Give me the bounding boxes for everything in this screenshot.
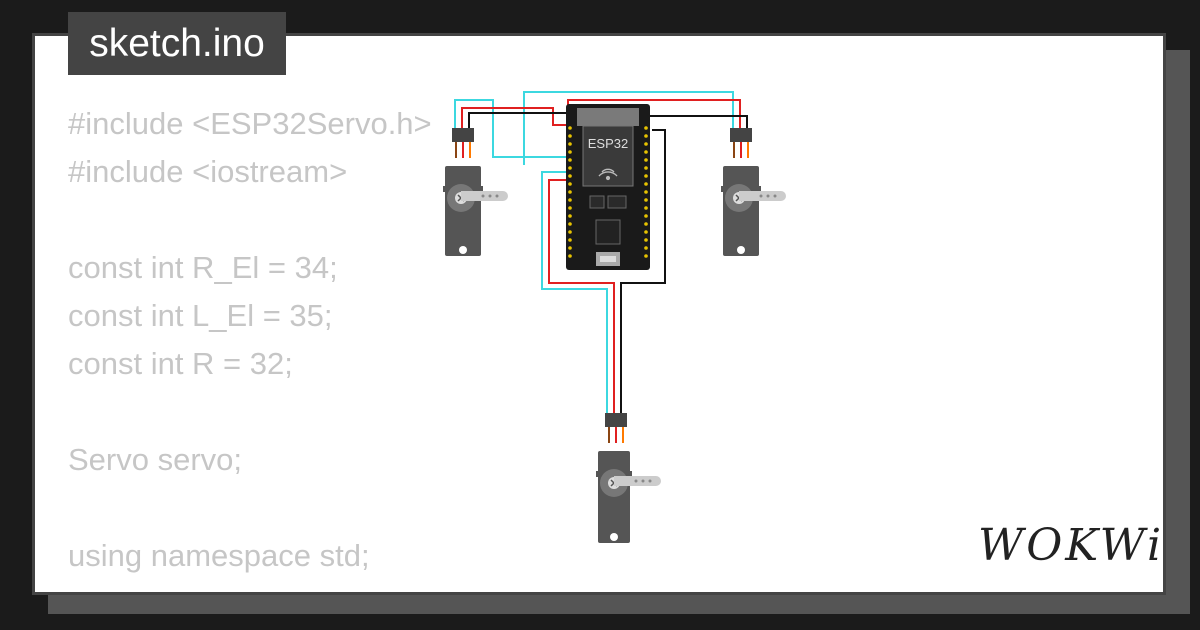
file-tab-label: sketch.ino [89, 22, 265, 65]
board-label: ESP32 [588, 136, 628, 151]
wire-cyan-top [523, 91, 734, 165]
servo-left [443, 128, 508, 256]
code-line: using namespace std; [68, 538, 370, 573]
wire-red-left [461, 107, 567, 130]
code-line: const int R = 32; [68, 346, 293, 381]
wokwi-logo: WOKWi [978, 520, 1164, 571]
wifi-icon [598, 168, 618, 181]
servo-bottom [596, 413, 661, 543]
pin-header-left [568, 126, 572, 258]
wire-cyan-left [454, 99, 567, 158]
wire-black-right [644, 115, 748, 130]
file-tab[interactable]: sketch.ino [68, 12, 286, 75]
code-line: Servo servo; [68, 442, 243, 477]
code-line: const int R_El = 34; [68, 250, 338, 285]
servo-right [721, 128, 786, 256]
code-line: #include <ESP32Servo.h> [68, 106, 432, 141]
code-block: #include <ESP32Servo.h> #include <iostre… [68, 100, 432, 580]
logo-text: WOKWi [978, 520, 1165, 571]
esp32-board: ESP32 [566, 104, 650, 270]
code-line: const int L_El = 35; [68, 298, 333, 333]
wire-black-bottom [620, 129, 666, 420]
wire-cyan-bottom [541, 171, 608, 420]
code-line: #include <iostream> [68, 154, 348, 189]
pin-header-right [644, 126, 648, 258]
wire-red-bottom [548, 179, 615, 420]
